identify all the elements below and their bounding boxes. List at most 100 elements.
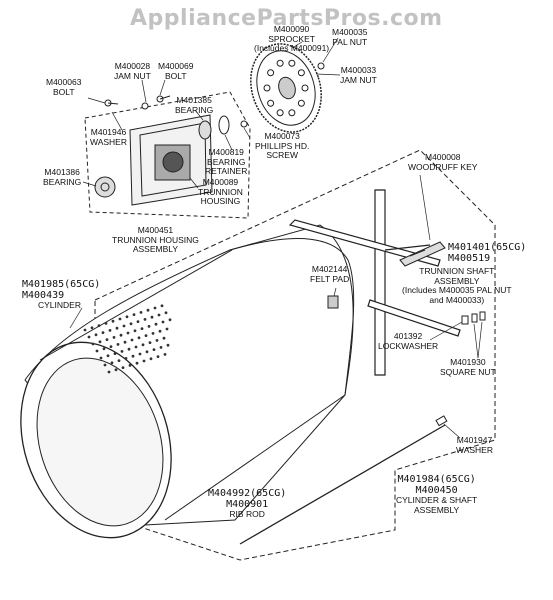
perforation-dot: [138, 352, 142, 356]
perforation-dot: [142, 359, 146, 363]
assembly-outline-dashed: [94, 149, 496, 561]
perforation-dot: [168, 318, 172, 322]
trunnion-shaft: [399, 241, 446, 267]
perforation-dot: [133, 329, 137, 333]
perforation-dot: [132, 313, 136, 316]
cylinder-drum: [20, 224, 355, 539]
perforation-dot: [112, 336, 116, 339]
perforation-dot: [126, 331, 130, 335]
perforation-dot: [90, 326, 94, 330]
perforation-dot: [154, 322, 158, 326]
perforation-dot: [99, 356, 103, 360]
sprocket-hole: [301, 84, 309, 92]
sprocket-hole: [288, 109, 296, 117]
bearing-left-shape: [94, 176, 116, 198]
perforation-dot: [107, 370, 111, 374]
perforation-dot: [162, 336, 166, 340]
cylinder-front-opening: [36, 357, 164, 527]
leader-lines: [69, 37, 483, 439]
perforation-dot: [146, 308, 150, 312]
perforation-dot: [165, 327, 169, 331]
perforation-dot: [115, 326, 119, 330]
perforation-dot: [139, 311, 143, 314]
perforation-dot: [124, 357, 128, 360]
bearing-top-shape: [198, 120, 212, 140]
perforation-dot: [110, 361, 114, 365]
perforation-dot: [128, 364, 132, 367]
perforation-dot: [149, 357, 153, 361]
spider-frame: [288, 189, 461, 376]
perforation-dot: [113, 352, 117, 355]
perforation-dot: [156, 355, 160, 358]
sprocket-hole: [263, 84, 271, 92]
perforation-dot: [111, 319, 115, 323]
perforation-dot: [150, 315, 154, 319]
perforation-dot: [145, 350, 149, 354]
square-nut-1: [471, 313, 478, 323]
perforation-dot: [105, 338, 109, 341]
sprocket-hole: [267, 69, 275, 77]
perforation-dot: [161, 320, 165, 324]
sprocket-hole: [288, 59, 296, 67]
perforation-dot: [159, 346, 163, 349]
perforation-dot: [136, 320, 140, 323]
sprocket-hole: [267, 99, 275, 107]
perforation-dot: [98, 340, 102, 344]
perforation-dot: [101, 331, 105, 334]
perforation-dot: [143, 318, 147, 321]
perforation-dot: [151, 332, 155, 335]
perforation-dot: [118, 317, 122, 321]
perforation-dot: [125, 315, 129, 319]
perforation-dot: [160, 304, 164, 308]
sprocket-hole: [297, 99, 305, 107]
perforation-dot: [153, 306, 157, 310]
perforation-dot: [83, 328, 87, 332]
perforation-dot: [148, 341, 152, 344]
perforation-dot: [164, 311, 168, 315]
perforation-dot: [122, 324, 126, 328]
bearing-retainer-shape: [218, 115, 230, 135]
rib-rod-shape: [239, 424, 446, 545]
washer-right-shape: [435, 415, 448, 427]
perforation-dot: [120, 350, 124, 353]
perforation-dot: [147, 325, 151, 328]
perforation-dot: [134, 345, 138, 349]
perforation-dot: [130, 338, 134, 342]
perforation-dot: [135, 361, 139, 365]
perforation-dot: [163, 353, 167, 356]
perforation-dot: [102, 347, 106, 351]
perforation-dot: [141, 343, 145, 347]
perforation-dot: [158, 329, 162, 333]
perforation-dot: [103, 363, 107, 367]
perforation-dot: [131, 354, 135, 358]
site-watermark: AppliancePartsPros.com: [130, 6, 443, 31]
perforation-dot: [116, 343, 120, 346]
perforation-dot: [119, 333, 123, 337]
perforation-dot: [87, 335, 91, 339]
perforation-dot: [91, 342, 95, 346]
label-trunnion-shaft: M401401(65CG)M400519: [448, 242, 527, 264]
trunnion-housing-shape: [129, 114, 213, 206]
perforation-dot: [155, 339, 159, 342]
perforation-dot: [166, 343, 170, 347]
perforation-dot: [108, 329, 112, 332]
perforation-dot: [127, 347, 131, 351]
perforation-dot: [94, 333, 98, 337]
